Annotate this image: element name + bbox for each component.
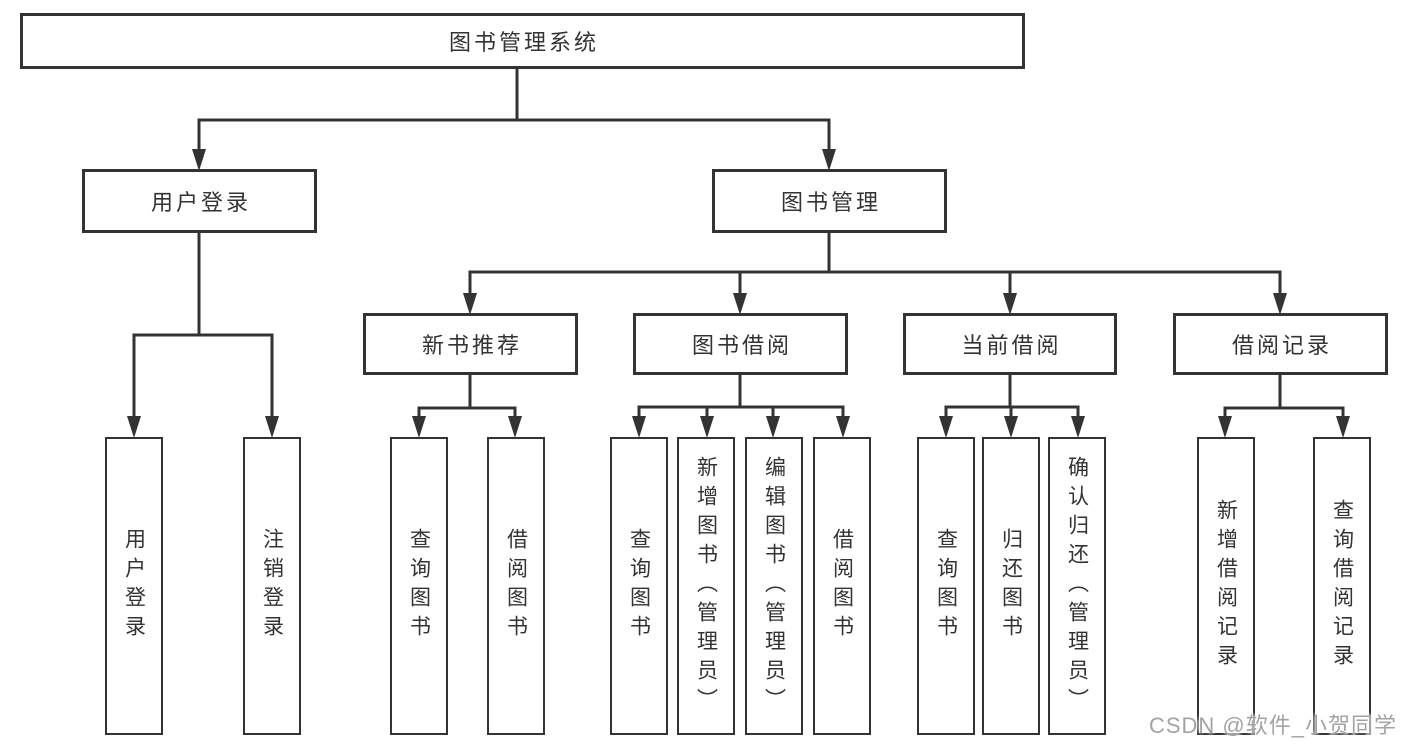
node-new-book-recommendation: 新书推荐 [363, 313, 578, 375]
connector-book-mgmt-to-level3 [463, 233, 1287, 315]
leaf-add-borrow-record: 新增借阅记录 [1197, 437, 1255, 735]
leaf-query-borrow-record: 查询借阅记录 [1313, 437, 1371, 735]
leaf-query-books-current: 查询图书 [917, 437, 975, 735]
connector-root-to-level2 [192, 69, 836, 171]
leaf-borrow-books-borrowing: 借阅图书 [813, 437, 871, 735]
leaf-query-books-borrowing: 查询图书 [610, 437, 668, 735]
node-borrowing-records: 借阅记录 [1173, 313, 1388, 375]
watermark: CSDN @软件_小贺同学 [1148, 713, 1397, 738]
connector-user-login-children [127, 233, 279, 438]
leaf-query-books-recommend: 查询图书 [390, 437, 448, 735]
leaf-confirm-return-admin: 确认归还（管理员） [1048, 437, 1106, 735]
node-user-login: 用户登录 [82, 169, 317, 233]
leaf-edit-book-admin: 编辑图书（管理员） [745, 437, 803, 735]
connector-current-children [939, 375, 1085, 438]
leaf-borrow-books-recommend: 借阅图书 [487, 437, 545, 735]
node-book-management: 图书管理 [712, 169, 947, 233]
leaf-user-login: 用户登录 [105, 437, 163, 735]
leaf-logout: 注销登录 [243, 437, 301, 735]
leaf-add-book-admin: 新增图书（管理员） [677, 437, 735, 735]
node-root-library-system: 图书管理系统 [20, 13, 1025, 69]
connector-records-children [1218, 375, 1350, 438]
leaf-return-books: 归还图书 [982, 437, 1040, 735]
connector-new-book-children [412, 375, 522, 438]
connector-borrowing-children [632, 375, 850, 438]
node-current-borrowing: 当前借阅 [903, 313, 1117, 375]
node-book-borrowing: 图书借阅 [633, 313, 848, 375]
